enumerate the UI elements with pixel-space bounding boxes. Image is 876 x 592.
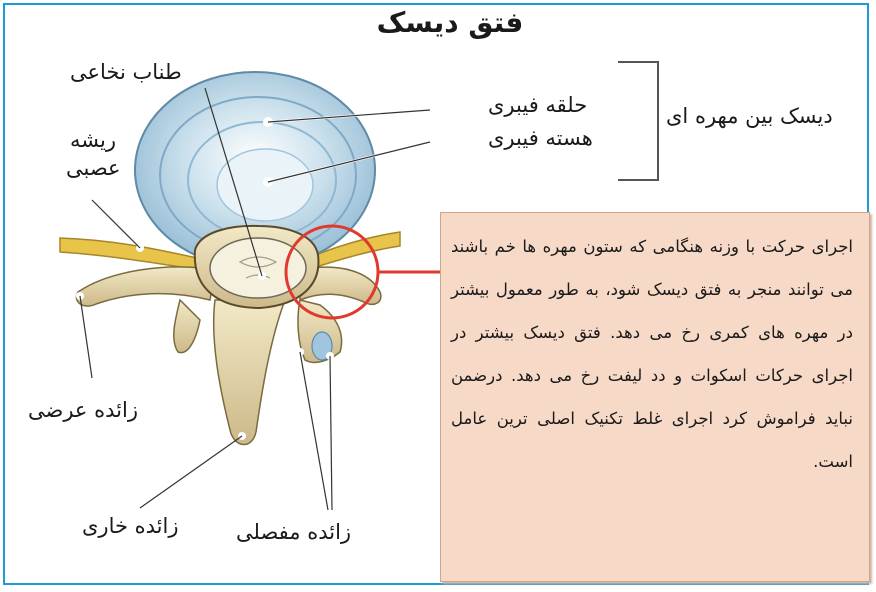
- label-transverse-process: زائده عرضی: [28, 398, 138, 422]
- label-annulus: حلقه فیبری: [488, 93, 587, 117]
- label-spinous-process: زائده خاری: [82, 514, 178, 538]
- disc-bracket: [618, 62, 658, 180]
- label-spinal-cord: طناب نخاعی: [70, 60, 182, 84]
- info-box-text: اجرای حرکت با وزنه هنگامی که ستون مهره ه…: [451, 225, 853, 483]
- label-nerve-root-line1: ریشه: [70, 128, 116, 152]
- articular-process-left: [174, 300, 200, 353]
- diagram-title: فتق دیسک: [350, 6, 550, 39]
- label-nucleus: هسته فیبری: [488, 126, 593, 150]
- transverse-process-left: [76, 267, 215, 306]
- label-nerve-root-line2: عصبی: [66, 156, 121, 180]
- spinous-process: [214, 300, 285, 445]
- label-intervertebral-disc: دیسک بین مهره ای: [666, 104, 833, 128]
- info-box: اجرای حرکت با وزنه هنگامی که ستون مهره ه…: [440, 212, 870, 582]
- spinal-cord: [210, 238, 306, 298]
- label-articular-process: زائده مفصلی: [236, 520, 351, 544]
